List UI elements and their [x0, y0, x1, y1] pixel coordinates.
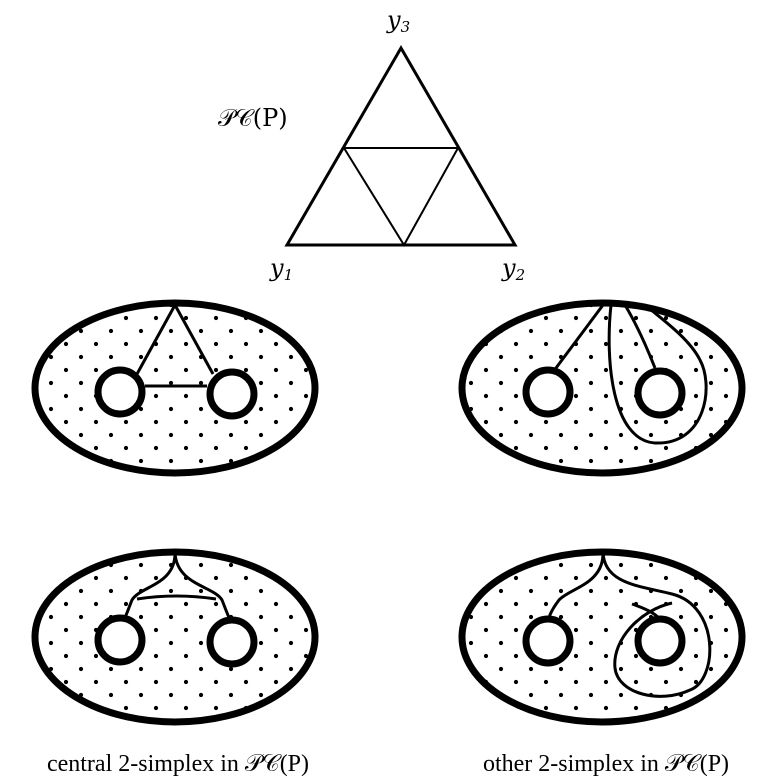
boundary-hole-right	[634, 615, 686, 667]
arc-looping-right-hole	[601, 551, 712, 698]
surface-top-left	[31, 299, 319, 477]
inner-triangle	[342, 147, 460, 247]
surface-boundary	[458, 299, 746, 477]
surface-boundary	[31, 299, 319, 477]
surface-dotted-fill	[35, 303, 315, 473]
arc-left	[135, 304, 177, 375]
surface-bottom-left	[31, 548, 319, 726]
surface-boundary	[458, 548, 746, 726]
surface-dotted-fill	[35, 552, 315, 722]
boundary-hole-right	[206, 368, 258, 420]
arc-right	[173, 304, 215, 375]
surface-top-right	[458, 299, 746, 477]
arc-looping-right-hole	[607, 303, 708, 445]
simplex-triangle: 𝒫𝒞(P) y3 y1 y2	[218, 6, 525, 284]
boundary-hole-right	[634, 367, 686, 419]
arc-to-left-hole	[547, 551, 605, 619]
boundary-hole-left	[522, 366, 574, 418]
caption-other-simplex: other 2-simplex in 𝒫𝒞(P)	[483, 751, 729, 777]
outer-triangle	[284, 45, 518, 247]
complex-label: 𝒫𝒞(P)	[218, 104, 288, 132]
arc-right	[173, 551, 233, 623]
vertex-label-y1: y1	[269, 254, 293, 284]
caption-central-simplex: central 2-simplex in 𝒫𝒞(P)	[47, 751, 309, 777]
arc-to-left-hole	[551, 304, 605, 373]
arc-system	[551, 303, 708, 445]
boundary-hole-left	[94, 614, 146, 666]
boundary-hole-left	[522, 615, 574, 667]
surface-bottom-right	[458, 548, 746, 726]
arc-connecting	[136, 594, 217, 601]
vertex-label-y3: y3	[386, 6, 410, 36]
surface-dotted-fill	[462, 303, 742, 473]
arc-system	[135, 304, 215, 388]
boundary-hole-left	[94, 366, 146, 418]
vertex-label-y2: y2	[501, 254, 525, 284]
arc-to-right-hole	[623, 304, 657, 369]
boundary-hole-right	[206, 616, 258, 668]
